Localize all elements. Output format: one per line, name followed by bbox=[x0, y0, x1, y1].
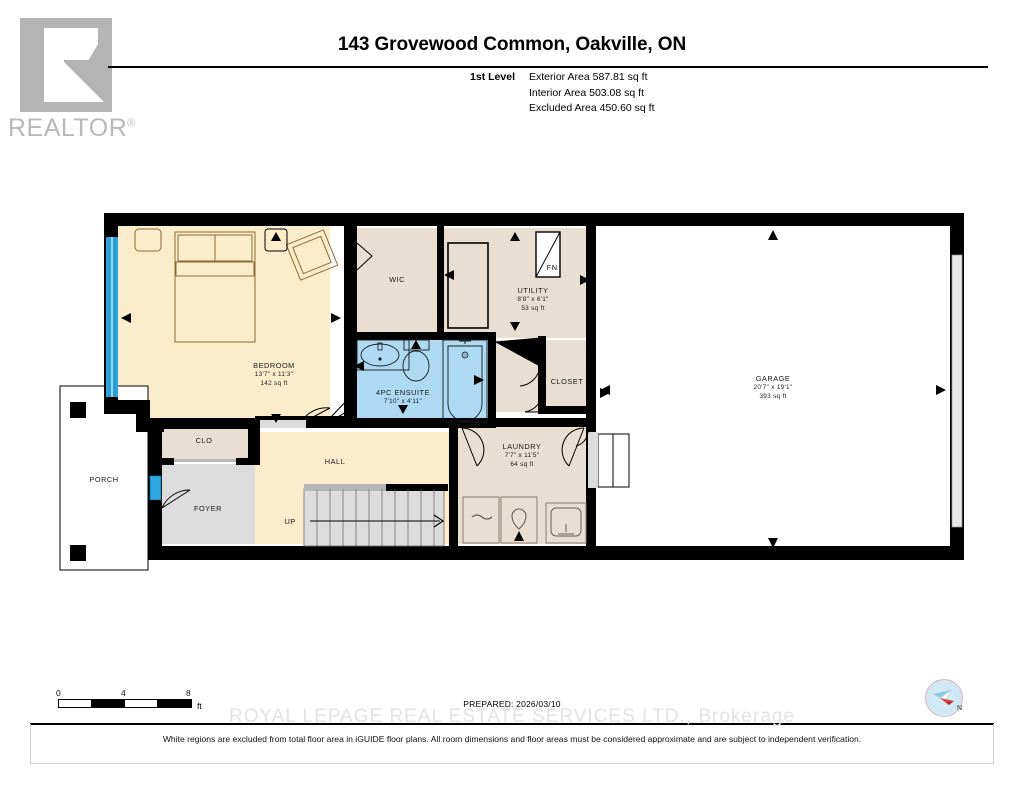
closet-door-arc bbox=[519, 365, 541, 387]
sink-basin bbox=[360, 343, 400, 367]
wall-top bbox=[104, 213, 964, 226]
sink-drain bbox=[378, 357, 382, 361]
scale-bar bbox=[58, 699, 192, 708]
realtor-r-icon bbox=[20, 18, 112, 112]
scale-tick-8: 8 bbox=[186, 688, 191, 698]
level-label: 1st Level bbox=[470, 71, 515, 83]
realtor-wordmark: REALTOR® bbox=[8, 114, 136, 143]
ensuite-door-swing bbox=[329, 394, 353, 419]
page-title: 143 Grovewood Common, Oakville, ON bbox=[337, 34, 687, 55]
wall-bedroom-wic bbox=[344, 226, 357, 426]
foyer-floor bbox=[160, 464, 255, 544]
wall-wic-utility bbox=[437, 226, 444, 338]
nightstand bbox=[134, 228, 162, 252]
wic-floor bbox=[357, 228, 437, 338]
scale-unit-label: ft bbox=[197, 701, 202, 711]
clo-floor bbox=[160, 428, 248, 460]
realtor-logo: REALTOR® bbox=[8, 18, 158, 148]
wall-clo-top bbox=[150, 418, 260, 429]
wall-clo-bottom-a bbox=[160, 458, 174, 465]
furnace-diagonal bbox=[535, 231, 561, 278]
wall-bottom bbox=[148, 546, 964, 560]
bed-blanket bbox=[175, 261, 255, 277]
closet-door-swing-a bbox=[524, 389, 544, 413]
washer bbox=[462, 496, 500, 544]
brokerage-watermark: ROYAL LEPAGE REAL ESTATE SERVICES LTD., … bbox=[228, 706, 796, 727]
wall-utility-corner bbox=[586, 332, 596, 342]
scale-tick-0: 0 bbox=[56, 688, 61, 698]
interior-area: Interior Area 503.08 sq ft bbox=[529, 86, 644, 99]
scale-tick-4: 4 bbox=[121, 688, 126, 698]
exterior-area: Exterior Area 587.81 sq ft bbox=[529, 71, 648, 83]
bedroom-floor bbox=[118, 226, 330, 432]
dimension-arrows bbox=[121, 230, 946, 548]
compass-north-label: N bbox=[957, 705, 963, 712]
bed bbox=[174, 231, 256, 343]
laundry-sink-basin bbox=[550, 507, 582, 537]
porch-post-bottom bbox=[70, 545, 86, 561]
wall-clo-right bbox=[248, 424, 260, 464]
clo-door-line bbox=[174, 459, 236, 462]
prepared-date: PREPARED: 2026/03/10 bbox=[463, 699, 561, 709]
utility-unit bbox=[447, 242, 489, 329]
stair-wall-edge bbox=[386, 484, 448, 491]
staircase bbox=[303, 488, 445, 547]
garage-door bbox=[951, 254, 963, 528]
wall-laundry-top bbox=[449, 418, 596, 427]
level-area-summary: 1st Level Exterior Area 587.81 sq ft Int… bbox=[455, 70, 655, 117]
bathtub-basin bbox=[447, 345, 483, 422]
laundry-door-left bbox=[461, 427, 485, 467]
wall-laundry-left bbox=[449, 418, 458, 546]
wall-clo-bottom-b bbox=[236, 458, 260, 465]
footer-divider bbox=[30, 723, 994, 725]
wall-wic-ensuite bbox=[344, 332, 488, 340]
vanity-counter bbox=[356, 339, 410, 371]
bedroom-door-threshold bbox=[260, 420, 306, 428]
armchair bbox=[285, 229, 339, 281]
disclaimer-text: White regions are excluded from total fl… bbox=[162, 734, 862, 744]
toilet-bowl bbox=[402, 350, 430, 382]
front-door-swing bbox=[161, 489, 191, 509]
foyer-window bbox=[149, 475, 162, 501]
stair-up-arrow bbox=[433, 514, 445, 528]
closet-floor bbox=[543, 340, 588, 410]
compass-rose-icon: N bbox=[925, 679, 965, 719]
laundry-sink-faucet bbox=[558, 524, 574, 535]
wall-porch-c bbox=[150, 500, 162, 508]
toilet-tank bbox=[403, 339, 430, 351]
closet-door-leaf bbox=[494, 337, 541, 367]
garage-entry-landing bbox=[588, 432, 598, 488]
excluded-area: Excluded Area 450.60 sq ft bbox=[529, 102, 655, 114]
compass-needle-south bbox=[940, 698, 954, 702]
wall-ensuite-right bbox=[488, 332, 496, 424]
compass-needle-east bbox=[945, 701, 954, 705]
compass-needle-west bbox=[933, 690, 951, 698]
wall-closet-left bbox=[538, 336, 546, 414]
stair-treads bbox=[316, 489, 435, 546]
registered-mark: ® bbox=[127, 117, 136, 130]
tub-drain bbox=[461, 351, 469, 359]
washer-symbol bbox=[471, 514, 493, 520]
laundry-door-right bbox=[561, 427, 585, 467]
stair-landing-edge bbox=[304, 484, 386, 491]
dryer bbox=[500, 496, 538, 544]
title-divider bbox=[108, 66, 988, 68]
garage-floor bbox=[596, 226, 951, 546]
footer-frame bbox=[30, 724, 994, 764]
dryer-symbol bbox=[511, 508, 527, 530]
laundry-sink bbox=[545, 502, 587, 544]
wall-closet-bottom bbox=[538, 406, 596, 414]
porch-post-top bbox=[70, 402, 86, 418]
realtor-wordmark-text: REALTOR bbox=[8, 114, 128, 142]
sink-faucet bbox=[377, 342, 383, 351]
wall-utility-bottom-a bbox=[444, 332, 496, 340]
bedroom-nook bbox=[264, 228, 288, 252]
wall-utility-garage bbox=[586, 226, 596, 546]
tub-faucet bbox=[459, 338, 471, 344]
garage-entry-swing bbox=[575, 431, 589, 447]
wall-ensuite-bottom bbox=[344, 418, 496, 428]
wic-door-swing bbox=[356, 242, 373, 271]
